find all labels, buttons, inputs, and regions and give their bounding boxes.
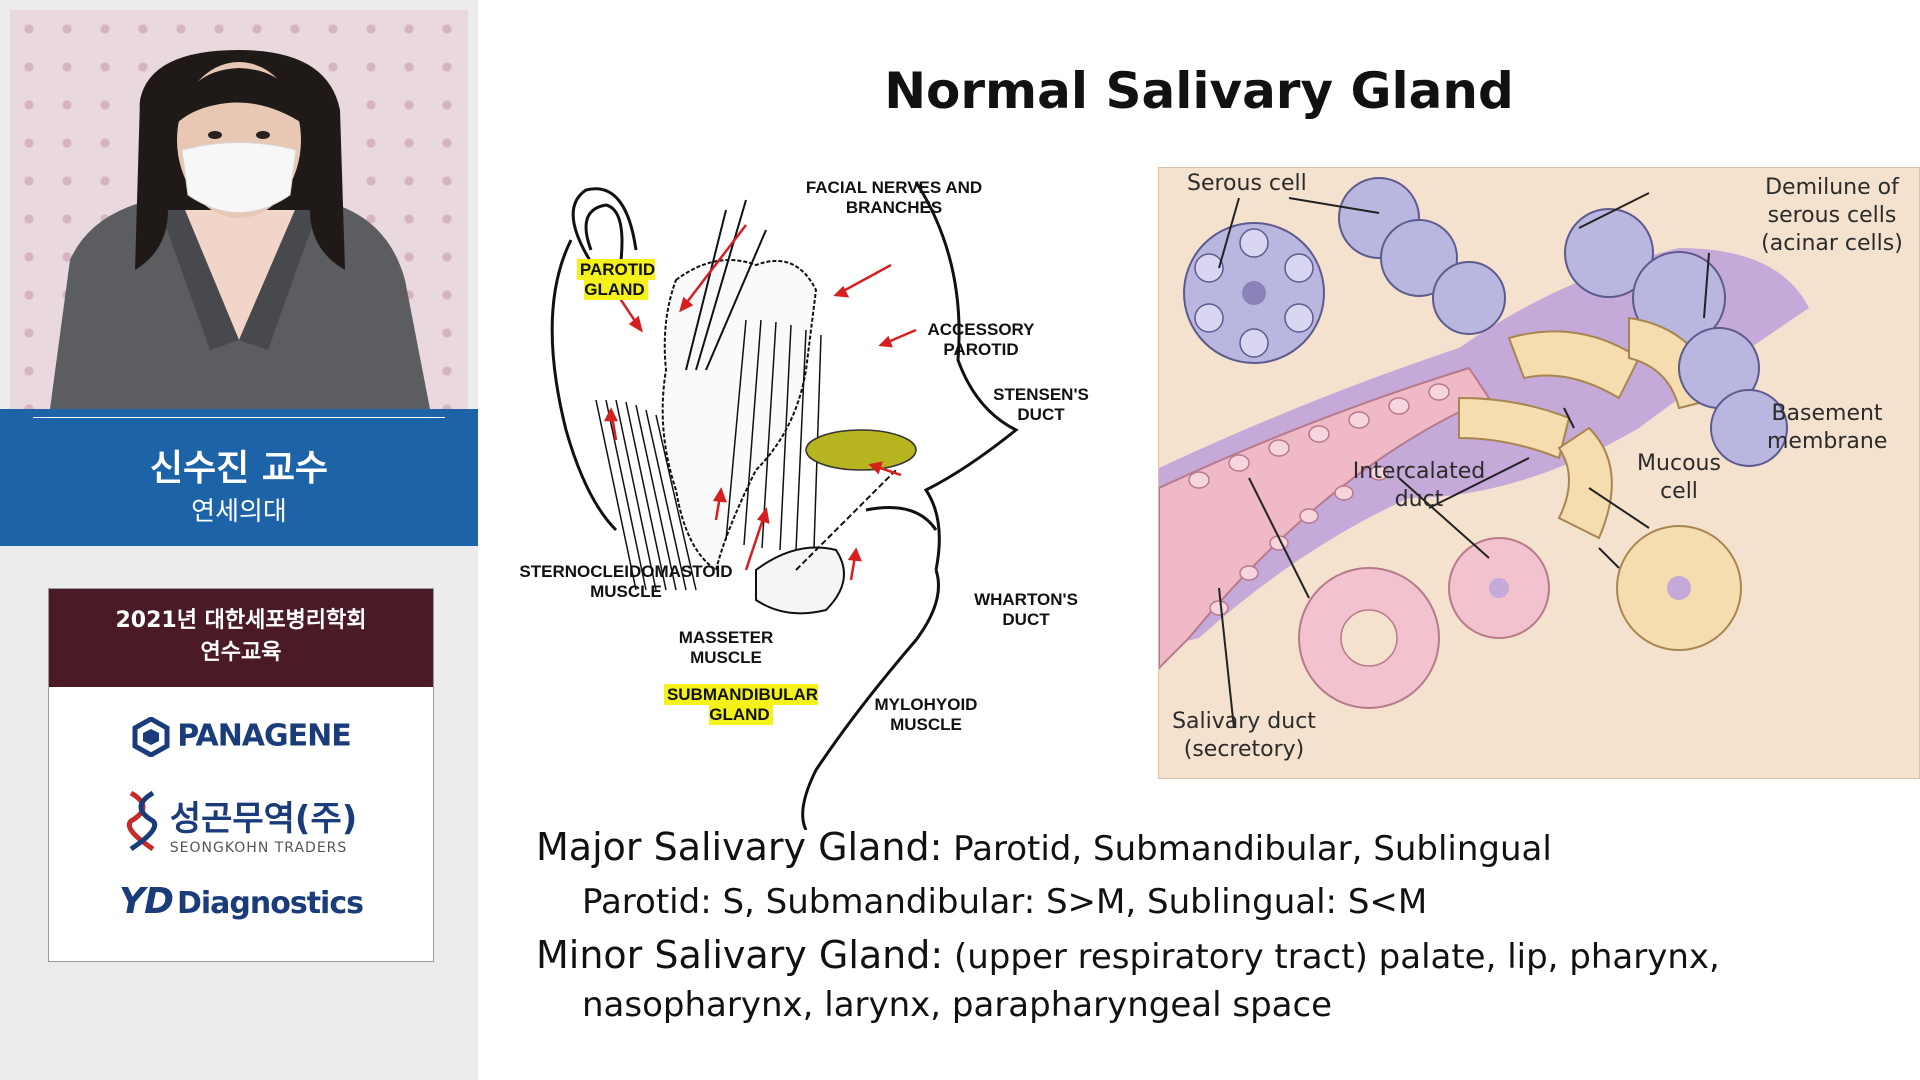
major-detail-line: Parotid: S, Submandibular: S>M, Sublingu… [582, 882, 1427, 922]
presenter-panel: 신수진 교수 연세의대 2021년 대한세포병리학회 연수교육 PANAGENE… [0, 0, 478, 1080]
label-accessory-parotid: ACCESSORY PAROTID [916, 320, 1046, 360]
major-value: Parotid, Submandibular, Sublingual [942, 829, 1551, 869]
label-stensens-duct: STENSEN'S DUCT [976, 385, 1106, 425]
speaker-name-banner: 신수진 교수 연세의대 [0, 409, 478, 546]
minor-value-line2: nasopharynx, larynx, parapharyngeal spac… [582, 985, 1332, 1025]
label-mucous-cell: Mucous cell [1629, 450, 1729, 506]
sponsor-header-line1: 2021년 대한세포병리학회 [49, 605, 433, 637]
minor-value: (upper respiratory tract) palate, lip, p… [943, 937, 1720, 977]
seongkohn-logo: 성곤무역(주) SEONGKOHN TRADERS [49, 789, 433, 857]
major-salivary-line: Major Salivary Gland: Parotid, Submandib… [536, 825, 1552, 869]
seongkohn-korean-text: 성곤무역(주) [170, 791, 357, 840]
label-salivary-duct: Salivary duct (secretory) [1169, 708, 1319, 764]
histology-drawing [1159, 168, 1919, 778]
salivary-anatomy-diagram: FACIAL NERVES AND BRANCHES PAROTID GLAND… [496, 170, 1136, 830]
label-parotid-gland: PAROTID GLAND [566, 260, 666, 300]
panagene-text: PANAGENE [177, 719, 351, 754]
speaker-video [10, 10, 468, 409]
label-basement-membrane: Basement membrane [1767, 400, 1887, 456]
label-sternocleidomastoid: STERNOCLEIDOMASTOID MUSCLE [496, 562, 756, 602]
speaker-figure-icon [10, 10, 468, 409]
dna-helix-icon [125, 789, 159, 853]
seongkohn-english-text: SEONGKOHN TRADERS [170, 840, 357, 856]
salivary-histology-diagram: Serous cell Demilune of serous cells (ac… [1158, 167, 1920, 779]
speaker-affiliation: 연세의대 [0, 491, 478, 528]
sponsor-header: 2021년 대한세포병리학회 연수교육 [49, 589, 433, 687]
label-whartons-duct: WHARTON'S DUCT [961, 590, 1091, 630]
slide-title: Normal Salivary Gland [478, 62, 1920, 120]
panagene-mark-icon [131, 717, 171, 757]
yd-text: Diagnostics [177, 886, 363, 921]
yd-mark: YD [119, 881, 173, 922]
speaker-name: 신수진 교수 [0, 439, 478, 491]
minor-label: Minor Salivary Gland: [536, 933, 943, 977]
sponsor-box: 2021년 대한세포병리학회 연수교육 PANAGENE 성곤무역(주) SEO… [48, 588, 434, 962]
label-masseter: MASSETER MUSCLE [666, 628, 786, 668]
presentation-slide: Normal Salivary Gland [478, 0, 1920, 1080]
banner-divider [33, 417, 445, 418]
label-mylohyoid: MYLOHYOID MUSCLE [856, 695, 996, 735]
label-demilune: Demilune of serous cells (acinar cells) [1757, 174, 1907, 258]
label-facial-nerves: FACIAL NERVES AND BRANCHES [784, 178, 1004, 218]
label-intercalated-duct: Intercalated duct [1349, 458, 1489, 514]
minor-salivary-line: Minor Salivary Gland: (upper respiratory… [536, 933, 1720, 977]
sponsor-header-line2: 연수교육 [201, 640, 282, 665]
label-submandibular-gland: SUBMANDIBULAR GLAND [646, 685, 836, 725]
panagene-logo: PANAGENE [49, 717, 433, 757]
label-serous-cell: Serous cell [1187, 170, 1307, 198]
major-label: Major Salivary Gland: [536, 825, 942, 869]
